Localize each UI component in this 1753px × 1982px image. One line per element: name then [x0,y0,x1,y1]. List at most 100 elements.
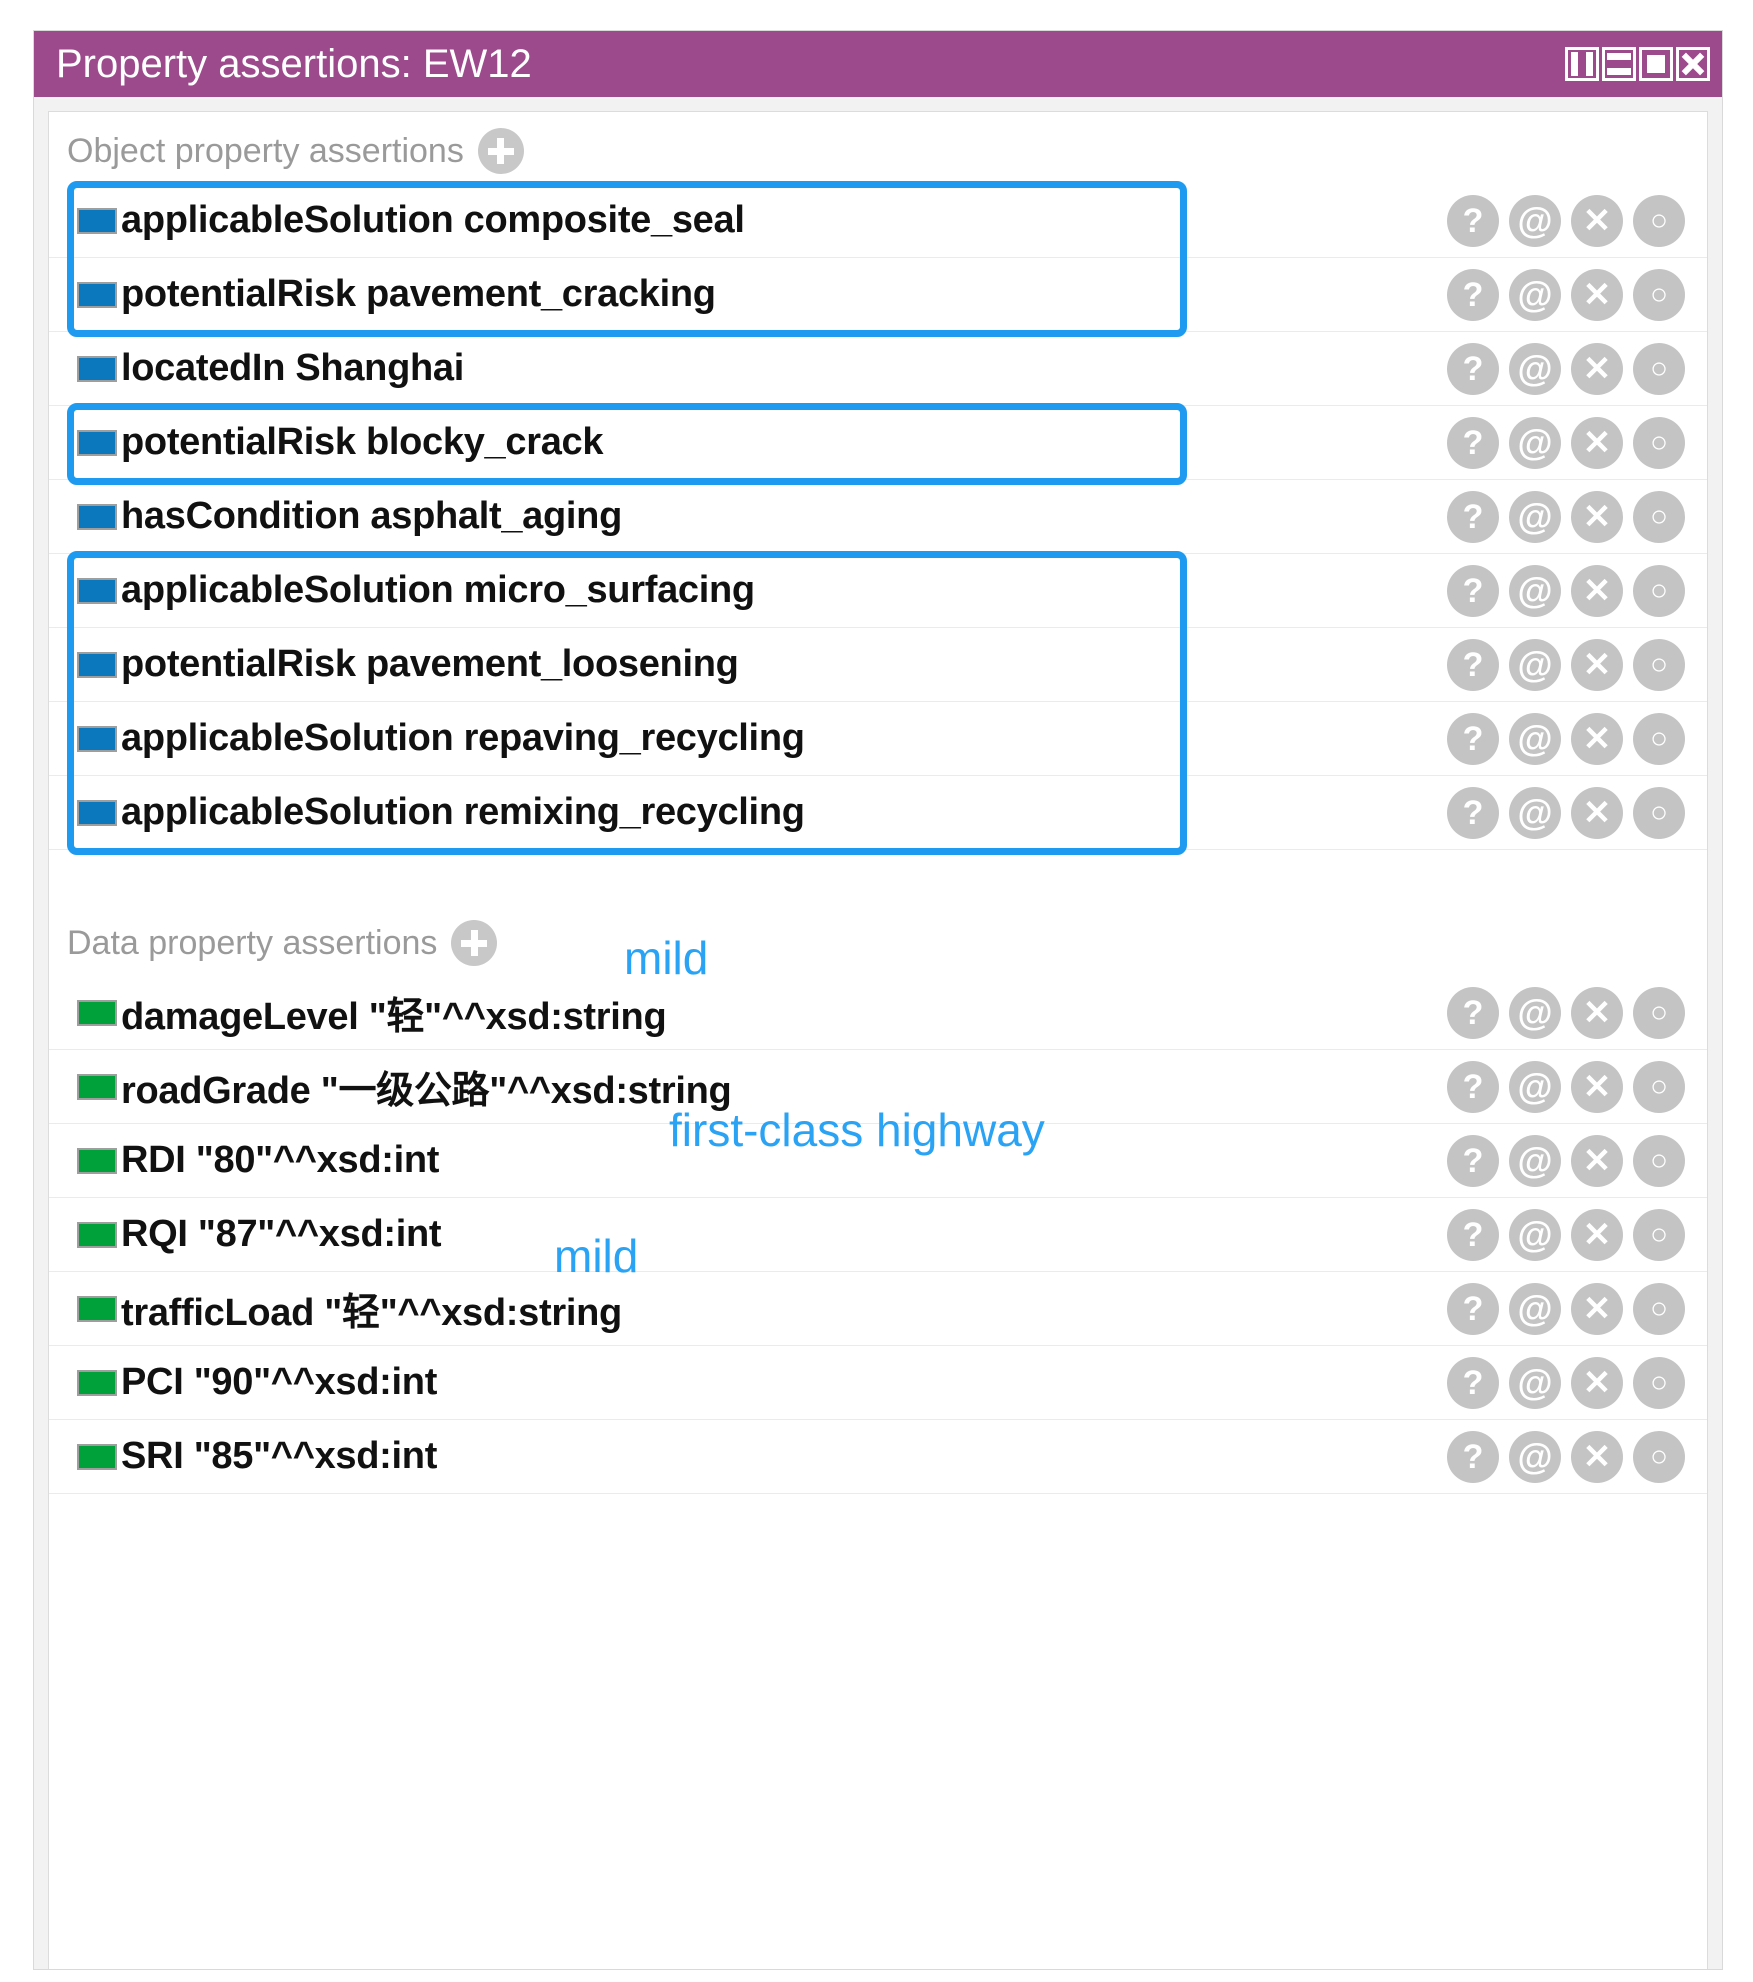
delete-icon[interactable]: ✕ [1571,1356,1623,1409]
help-icon[interactable]: ? [1447,1208,1499,1261]
close-icon[interactable] [1676,47,1710,81]
annotation-icon[interactable]: @ [1509,268,1561,321]
help-icon[interactable]: ? [1447,986,1499,1039]
edit-icon[interactable]: ○ [1633,1208,1685,1261]
edit-icon[interactable]: ○ [1633,490,1685,543]
annotation-icon[interactable]: @ [1509,1134,1561,1187]
delete-icon[interactable]: ✕ [1571,1060,1623,1113]
annotation-mild-traffic: mild [554,1230,639,1282]
delete-icon[interactable]: ✕ [1571,342,1623,395]
data-property-rows: damageLevel "轻"^^xsd:string?@✕○roadGrade… [49,976,1707,1494]
assertion-text: hasCondition asphalt_aging [121,495,623,537]
assertion-row[interactable]: damageLevel "轻"^^xsd:string?@✕○ [49,976,1707,1050]
split-horizontal-icon[interactable] [1602,47,1636,81]
assertion-row[interactable]: roadGrade "一级公路"^^xsd:string?@✕○ [49,1050,1707,1124]
delete-icon[interactable]: ✕ [1571,1208,1623,1261]
assertion-text: RDI "80"^^xsd:int [121,1139,440,1181]
edit-icon[interactable]: ○ [1633,416,1685,469]
delete-icon[interactable]: ✕ [1571,786,1623,839]
edit-icon[interactable]: ○ [1633,1430,1685,1483]
help-icon[interactable]: ? [1447,638,1499,691]
maximize-icon[interactable] [1639,47,1673,81]
annotation-icon[interactable]: @ [1509,986,1561,1039]
annotation-icon[interactable]: @ [1509,342,1561,395]
assertion-row[interactable]: PCI "90"^^xsd:int?@✕○ [49,1346,1707,1420]
help-icon[interactable]: ? [1447,416,1499,469]
row-action-buttons: ?@✕○ [1447,1060,1685,1113]
delete-icon[interactable]: ✕ [1571,986,1623,1039]
help-icon[interactable]: ? [1447,1356,1499,1409]
delete-icon[interactable]: ✕ [1571,564,1623,617]
delete-icon[interactable]: ✕ [1571,1282,1623,1335]
edit-icon[interactable]: ○ [1633,342,1685,395]
data-property-icon [77,999,117,1026]
annotation-icon[interactable]: @ [1509,1430,1561,1483]
edit-icon[interactable]: ○ [1633,194,1685,247]
assertion-row[interactable]: RQI "87"^^xsd:int?@✕○ [49,1198,1707,1272]
delete-icon[interactable]: ✕ [1571,712,1623,765]
help-icon[interactable]: ? [1447,342,1499,395]
assertion-text: PCI "90"^^xsd:int [121,1361,438,1403]
edit-icon[interactable]: ○ [1633,1060,1685,1113]
assertion-row[interactable]: SRI "85"^^xsd:int?@✕○ [49,1420,1707,1494]
edit-icon[interactable]: ○ [1633,1356,1685,1409]
row-action-buttons: ?@✕○ [1447,1134,1685,1187]
edit-icon[interactable]: ○ [1633,268,1685,321]
help-icon[interactable]: ? [1447,1282,1499,1335]
delete-icon[interactable]: ✕ [1571,416,1623,469]
delete-icon[interactable]: ✕ [1571,1134,1623,1187]
edit-icon[interactable]: ○ [1633,1134,1685,1187]
delete-icon[interactable]: ✕ [1571,1430,1623,1483]
assertion-row[interactable]: applicableSolution composite_seal?@✕○ [49,184,1707,258]
help-icon[interactable]: ? [1447,1134,1499,1187]
annotation-icon[interactable]: @ [1509,712,1561,765]
assertion-row[interactable]: applicableSolution repaving_recycling?@✕… [49,702,1707,776]
annotation-icon[interactable]: @ [1509,638,1561,691]
assertion-row[interactable]: hasCondition asphalt_aging?@✕○ [49,480,1707,554]
annotation-icon[interactable]: @ [1509,564,1561,617]
delete-icon[interactable]: ✕ [1571,268,1623,321]
help-icon[interactable]: ? [1447,1060,1499,1113]
edit-icon[interactable]: ○ [1633,564,1685,617]
assertion-row[interactable]: locatedIn Shanghai?@✕○ [49,332,1707,406]
annotation-icon[interactable]: @ [1509,416,1561,469]
annotation-icon[interactable]: @ [1509,1282,1561,1335]
delete-icon[interactable]: ✕ [1571,638,1623,691]
split-vertical-icon[interactable] [1565,47,1599,81]
edit-icon[interactable]: ○ [1633,712,1685,765]
assertion-row[interactable]: RDI "80"^^xsd:int?@✕○ [49,1124,1707,1198]
assertion-row[interactable]: applicableSolution remixing_recycling?@✕… [49,776,1707,850]
help-icon[interactable]: ? [1447,490,1499,543]
assertion-text: applicableSolution composite_seal [121,199,745,241]
edit-icon[interactable]: ○ [1633,986,1685,1039]
row-action-buttons: ?@✕○ [1447,986,1685,1039]
annotation-icon[interactable]: @ [1509,786,1561,839]
add-object-property-icon[interactable] [477,128,524,174]
edit-icon[interactable]: ○ [1633,1282,1685,1335]
assertion-row[interactable]: potentialRisk pavement_loosening?@✕○ [49,628,1707,702]
assertion-row[interactable]: potentialRisk blocky_crack?@✕○ [49,406,1707,480]
assertion-row[interactable]: trafficLoad "轻"^^xsd:string?@✕○ [49,1272,1707,1346]
help-icon[interactable]: ? [1447,712,1499,765]
annotation-icon[interactable]: @ [1509,194,1561,247]
help-icon[interactable]: ? [1447,268,1499,321]
window-titlebar[interactable]: Property assertions: EW12 [34,31,1722,97]
assertion-row[interactable]: applicableSolution micro_surfacing?@✕○ [49,554,1707,628]
help-icon[interactable]: ? [1447,1430,1499,1483]
row-action-buttons: ?@✕○ [1447,416,1685,469]
annotation-icon[interactable]: @ [1509,1208,1561,1261]
assertion-text: SRI "85"^^xsd:int [121,1435,438,1477]
annotation-icon[interactable]: @ [1509,1356,1561,1409]
help-icon[interactable]: ? [1447,194,1499,247]
delete-icon[interactable]: ✕ [1571,194,1623,247]
annotation-icon[interactable]: @ [1509,490,1561,543]
row-action-buttons: ?@✕○ [1447,194,1685,247]
help-icon[interactable]: ? [1447,564,1499,617]
help-icon[interactable]: ? [1447,786,1499,839]
assertion-row[interactable]: potentialRisk pavement_cracking?@✕○ [49,258,1707,332]
annotation-icon[interactable]: @ [1509,1060,1561,1113]
edit-icon[interactable]: ○ [1633,786,1685,839]
delete-icon[interactable]: ✕ [1571,490,1623,543]
add-data-property-icon[interactable] [451,920,498,966]
edit-icon[interactable]: ○ [1633,638,1685,691]
